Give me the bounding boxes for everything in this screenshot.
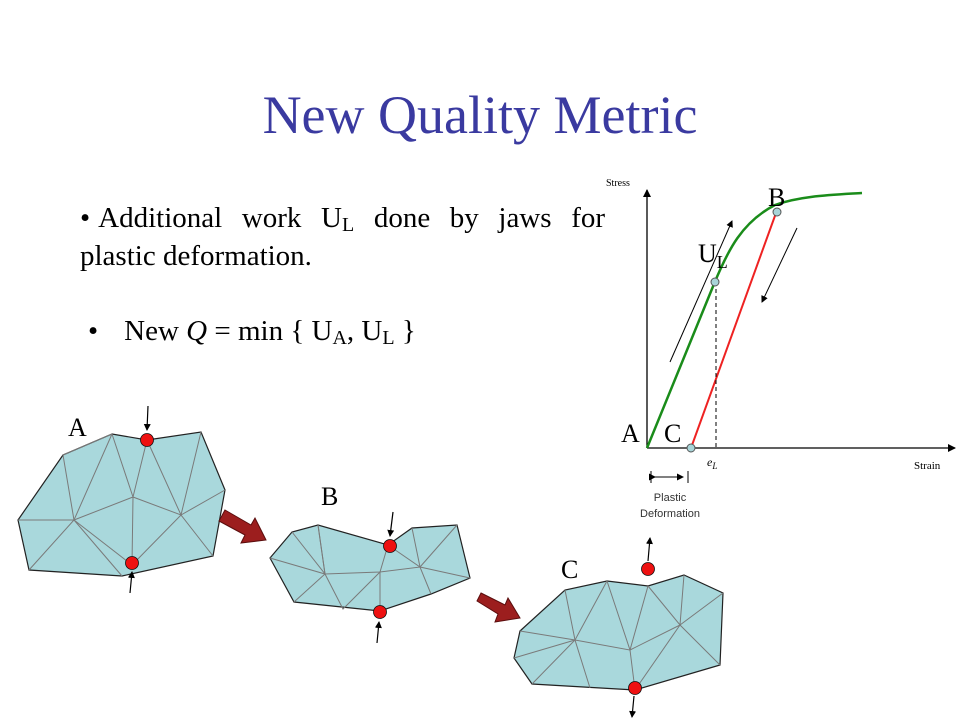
q-symbol: Q: [186, 315, 208, 347]
y-axis-label: Stress: [606, 178, 630, 189]
bullet-dot: •: [88, 315, 99, 347]
shape-a: A: [17, 405, 226, 594]
shape-a-force-bottom: [127, 571, 135, 594]
point-c-marker: [686, 443, 696, 453]
el-label: eL: [707, 455, 717, 471]
shape-a-force-top: [143, 405, 151, 431]
ul-label: UL: [698, 239, 728, 272]
unloading-direction-arrow: [761, 227, 798, 303]
shape-c-force-top: [645, 537, 653, 562]
bullet-additional-work: •Additional work UL done by jaws for pla…: [80, 200, 605, 276]
bullet-text: New: [124, 315, 187, 347]
point-b-marker: [772, 207, 782, 217]
ul-sub: L: [717, 252, 728, 272]
shape-b-contact-top: [383, 539, 397, 553]
shape-a-label: A: [68, 413, 87, 442]
shape-c-outline: [513, 574, 724, 691]
loading-curve: [645, 191, 863, 449]
slide-title: New Quality Metric: [262, 85, 698, 145]
bullet-dot: •: [80, 202, 91, 234]
loading-direction-arrow: [669, 220, 733, 363]
subscript: L: [382, 327, 395, 349]
point-b-label: B: [768, 183, 785, 212]
shape-b: B: [269, 482, 471, 644]
shape-c: C: [513, 537, 724, 718]
shape-b-mesh: [269, 524, 471, 611]
el-sub: L: [711, 461, 717, 471]
subscript: L: [341, 214, 355, 236]
shape-a-contact-bottom: [125, 556, 139, 570]
shape-c-force-bottom: [629, 695, 637, 718]
ul-main: U: [698, 239, 717, 268]
shape-b-force-bottom: [374, 621, 382, 644]
bullet-text: }: [394, 315, 416, 347]
plastic-label-line2: Deformation: [640, 508, 700, 520]
shape-b-contact-bottom: [373, 605, 387, 619]
shape-b-outline: [269, 524, 471, 612]
shape-b-label: B: [321, 482, 338, 511]
shape-c-label: C: [561, 555, 578, 584]
unloading-line: [690, 212, 777, 449]
bullet-text: done by jaws for plastic deformation.: [80, 202, 606, 272]
bullet-text: , U: [346, 315, 383, 347]
shape-a-mesh: [18, 431, 226, 577]
shape-c-contact-bottom: [628, 681, 642, 695]
shape-a-outline: [17, 431, 226, 577]
shape-c-contact-top: [641, 562, 655, 576]
bullet-text: = min { U: [207, 315, 333, 347]
stress-strain-graph: Stress Strain B UL A C eL Plastic Deform…: [606, 178, 956, 520]
el-main: e: [707, 455, 713, 469]
bullet-text: Additional work U: [98, 202, 342, 234]
shape-b-force-top: [387, 511, 395, 537]
shape-c-mesh: [513, 574, 724, 691]
x-axis-label: Strain: [914, 460, 941, 472]
shape-a-contact-top: [140, 433, 154, 447]
bullet-new-q: • New Q = min { UA, UL }: [88, 313, 416, 351]
point-a-label: A: [621, 419, 640, 448]
point-ul-marker: [710, 277, 720, 287]
subscript: A: [332, 327, 347, 349]
point-c-label: C: [664, 419, 681, 448]
transition-arrow-b-to-c: [476, 592, 521, 623]
transition-arrow-a-to-b: [218, 509, 267, 544]
plastic-label-line1: Plastic: [654, 492, 687, 504]
